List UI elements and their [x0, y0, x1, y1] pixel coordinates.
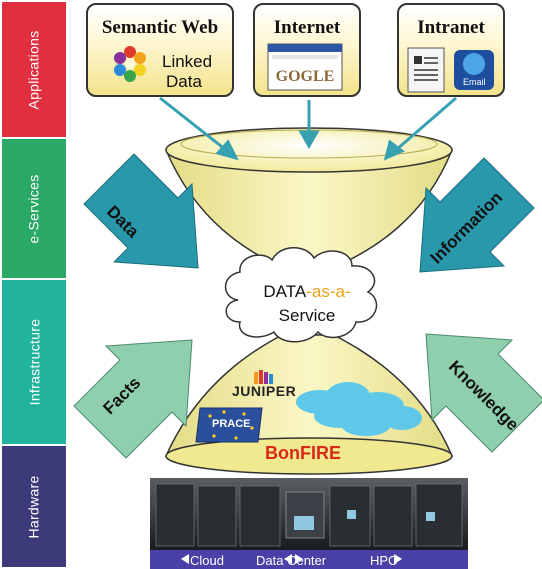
- app-box-semantic-web: Semantic Web: [86, 3, 234, 97]
- arrow-knowledge: [425, 333, 542, 453]
- cloud-cluster: [296, 382, 422, 436]
- layer-applications: Applications: [2, 2, 66, 137]
- arrow-information: [419, 157, 535, 273]
- layer-hardware: Hardware: [2, 446, 66, 567]
- data-label: Data: [166, 72, 202, 91]
- internet-title: Internet: [273, 17, 341, 38]
- email-icon-label: Email: [463, 77, 486, 87]
- semantic-web-title: Semantic Web: [101, 17, 219, 38]
- linked-label: Linked: [162, 52, 213, 71]
- bonfire-logo-text: BonFIRE: [265, 443, 341, 463]
- app-arrows: [159, 96, 457, 161]
- center-data-word: DATA: [263, 282, 307, 301]
- label-cloud: Cloud: [190, 553, 224, 568]
- service-cloud: [224, 247, 378, 343]
- app-box-intranet: Intranet: [397, 3, 505, 97]
- layer-infrastructure: Infrastructure: [2, 280, 66, 444]
- juniper-logo-text: JUNIPER: [232, 383, 297, 399]
- prace-logo-text: PRACE: [212, 418, 251, 430]
- arrow-facts: [73, 339, 193, 459]
- funnel-bottom-rim: [165, 437, 453, 475]
- app-box-internet: Internet: [253, 3, 361, 97]
- prace-logo: [195, 407, 263, 443]
- layer-eservices: e-Services: [2, 139, 66, 278]
- juniper-mark: [254, 370, 273, 384]
- label-hpc: HPC: [370, 553, 398, 568]
- center-title: DATA-as-a-: [232, 282, 382, 302]
- intranet-title: Intranet: [417, 17, 485, 38]
- data-center-photo: [150, 478, 468, 569]
- label-data-center: Data Center: [256, 553, 327, 568]
- center-service: Service: [278, 306, 336, 325]
- center-as-a: -as-a-: [306, 282, 351, 301]
- arrow-data: [83, 153, 199, 269]
